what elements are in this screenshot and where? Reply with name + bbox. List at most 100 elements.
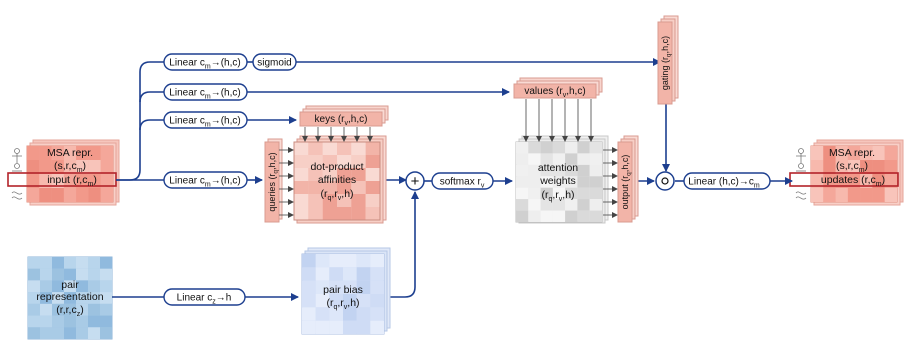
grid-cell [88, 303, 100, 316]
pair-representation-block: pair representation (r,r,cz) [27, 256, 113, 340]
grid-cell [577, 210, 590, 222]
grid-cell [351, 194, 366, 207]
grid-cell [88, 257, 100, 269]
grid-cell [51, 188, 64, 202]
grid-cell [28, 303, 40, 316]
grid-cell [370, 280, 384, 294]
grid-cell [39, 146, 52, 160]
grid-cell [835, 160, 848, 174]
grid-cell [356, 320, 371, 334]
grid-cell [27, 160, 40, 174]
grid-cell [835, 146, 848, 160]
grid-cell [565, 187, 578, 200]
edge-bias-to-plus [388, 191, 419, 298]
grid-cell [64, 292, 76, 304]
linear-values-pill: Linear cm→(h,c) [163, 83, 248, 101]
grid-cell [589, 164, 602, 177]
grid-cell [302, 254, 316, 268]
grid-cell [356, 294, 371, 308]
grid-cell [100, 268, 112, 281]
grid-cell [64, 303, 76, 316]
grid-cell [100, 188, 113, 202]
grid-cell [565, 142, 578, 154]
grid-cell [64, 280, 76, 293]
grid-cell [351, 155, 366, 168]
grid-cell [308, 181, 323, 194]
grid-cell [322, 207, 337, 220]
grid-cell [872, 146, 885, 160]
grid-cell [76, 188, 89, 202]
msa-output-shape: (s,r,cm) [836, 160, 868, 174]
grid-cell [365, 155, 380, 168]
grid-cell [835, 188, 848, 202]
grid-cell [860, 146, 873, 160]
grid-cell [52, 315, 64, 328]
gate-operator [655, 171, 675, 191]
grid-cell [860, 188, 873, 202]
affinities-subtitle: affinities [318, 174, 356, 186]
grid-cell [860, 160, 873, 174]
grid-cell [577, 176, 590, 188]
grid-cell [294, 181, 309, 194]
grid-cell [100, 146, 113, 160]
output-arrows [603, 147, 618, 218]
grid-cell [76, 327, 88, 339]
grid-cell [315, 320, 330, 334]
grid-cell [540, 153, 553, 165]
grid-cell [528, 187, 541, 200]
grid-cell [565, 176, 578, 188]
svg-text:softmax rv: softmax rv [440, 177, 485, 190]
svg-text:Linear cm→(h,c): Linear cm→(h,c) [169, 176, 240, 189]
msa-input-row-label: input (r,cm) [47, 174, 97, 188]
grid-cell [351, 207, 366, 220]
grid-cell [315, 280, 330, 294]
grid-cell [351, 181, 366, 194]
grid-cell [589, 210, 602, 222]
grid-cell [308, 155, 323, 168]
grid-cell [872, 160, 885, 174]
linear-queries-pill: Linear cm→(h,c) [163, 171, 248, 189]
grid-cell [552, 210, 566, 222]
gating-box: gating (rq,h,c) [657, 15, 679, 105]
grid-cell [322, 194, 337, 207]
grid-cell [577, 164, 590, 177]
edge-to-gate-linear [116, 61, 164, 181]
grid-cell [63, 188, 77, 202]
grid-cell [27, 174, 40, 188]
grid-cell [343, 280, 357, 294]
grid-cell [51, 146, 64, 160]
msa-input-cells [27, 146, 113, 202]
svg-text:Linear cm→(h,c): Linear cm→(h,c) [169, 58, 240, 71]
msa-output-cells [811, 146, 897, 202]
grid-cell [552, 176, 566, 188]
keys-box: keys (rv,h,c) [299, 105, 389, 127]
grid-cell [540, 199, 553, 211]
grid-cell [552, 164, 566, 177]
grid-cell [40, 280, 52, 293]
grid-cell [76, 146, 89, 160]
pair-cells [28, 257, 112, 339]
plus-operator: + [405, 171, 425, 191]
grid-cell [52, 257, 64, 269]
pair-title: pair [61, 279, 79, 291]
attention-cells [516, 142, 602, 222]
grid-cell [540, 210, 553, 222]
grid-cell [823, 146, 836, 160]
grid-cell [351, 168, 366, 181]
svg-text:Linear cm→(h,c): Linear cm→(h,c) [169, 116, 240, 129]
grid-cell [302, 294, 316, 308]
grid-cell [365, 194, 380, 207]
sigmoid-pill: sigmoid [252, 53, 297, 71]
grid-cell [52, 327, 64, 339]
grid-cell [302, 280, 316, 294]
grid-cell [343, 267, 357, 281]
grid-cell [540, 187, 553, 200]
grid-cell [100, 160, 113, 174]
key-arrows [302, 127, 373, 142]
msa-output-row-label: updates (r,cm) [821, 174, 885, 188]
grid-cell [76, 268, 88, 281]
grid-cell [847, 160, 861, 174]
svg-text:Linear cm→(h,c): Linear cm→(h,c) [169, 88, 240, 101]
pair-bias-shape: (rq,rv,h) [326, 297, 359, 311]
grid-cell [370, 307, 384, 321]
